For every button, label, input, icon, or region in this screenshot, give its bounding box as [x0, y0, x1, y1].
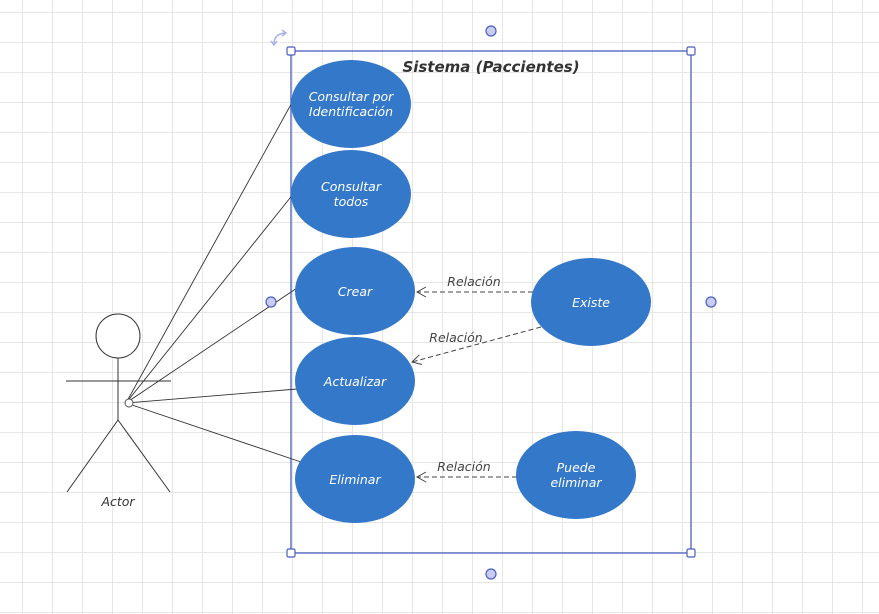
resize-handle-bottom-left	[286, 548, 296, 558]
connect-handle-left	[265, 296, 277, 308]
use-case-puede-eliminar-label-1: Puede	[557, 460, 596, 475]
resize-handle-top-right	[686, 46, 696, 56]
use-case-consultar-id-label-2: Identificación	[309, 104, 393, 119]
rotate-icon[interactable]	[270, 29, 288, 47]
actor-label: Actor	[100, 494, 135, 509]
association-line-actualizar	[125, 388, 298, 404]
connect-handle-top	[485, 25, 497, 37]
use-case-crear-label: Crear	[338, 284, 373, 299]
use-case-existe[interactable]: Existe	[531, 258, 651, 346]
use-case-puede-eliminar[interactable]: Puede eliminar	[516, 431, 636, 519]
relation-label-puede-eliminar: Relación	[437, 459, 491, 474]
relation-label-existe-crear: Relación	[447, 274, 501, 289]
association-line-consultar-todos	[125, 192, 295, 404]
use-case-consultar-id[interactable]: Consultar por Identificación	[291, 60, 411, 148]
association-lines	[125, 98, 302, 463]
use-case-eliminar-label: Eliminar	[329, 472, 381, 487]
actor-right-leg	[117, 419, 171, 493]
use-case-puede-eliminar-label-2: eliminar	[550, 475, 602, 490]
association-line-eliminar	[125, 402, 302, 463]
actor-figure[interactable]	[66, 313, 171, 493]
system-title: Sistema (Paccientes)	[402, 58, 579, 76]
use-case-eliminar[interactable]: Eliminar	[295, 435, 415, 523]
selection-handles[interactable]	[265, 25, 717, 580]
association-line-consultar-id	[125, 98, 295, 404]
relation-arrows	[411, 286, 542, 483]
system-boundary[interactable]	[290, 50, 692, 554]
use-case-actualizar[interactable]: Actualizar	[295, 337, 415, 425]
use-case-consultar-id-label-1: Consultar por	[309, 89, 394, 104]
use-case-crear[interactable]: Crear	[295, 247, 415, 335]
resize-handle-top-left	[286, 46, 296, 56]
connect-handle-right	[705, 296, 717, 308]
actor-head	[95, 313, 141, 359]
resize-handle-bottom-right	[686, 548, 696, 558]
actor-connection-point	[124, 398, 134, 408]
relation-label-existe-actualizar: Relación	[429, 330, 483, 345]
actor-left-leg	[66, 419, 119, 493]
use-case-consultar-todos-label-2: todos	[334, 194, 369, 209]
use-case-consultar-todos-label-1: Consultar	[321, 179, 382, 194]
relation-arrow-existe-actualizar	[411, 326, 542, 365]
use-case-actualizar-label: Actualizar	[323, 374, 387, 389]
association-line-crear	[125, 287, 298, 404]
use-case-consultar-todos[interactable]: Consultar todos	[291, 150, 411, 238]
use-case-existe-label: Existe	[572, 295, 610, 310]
connect-handle-bottom	[485, 568, 497, 580]
